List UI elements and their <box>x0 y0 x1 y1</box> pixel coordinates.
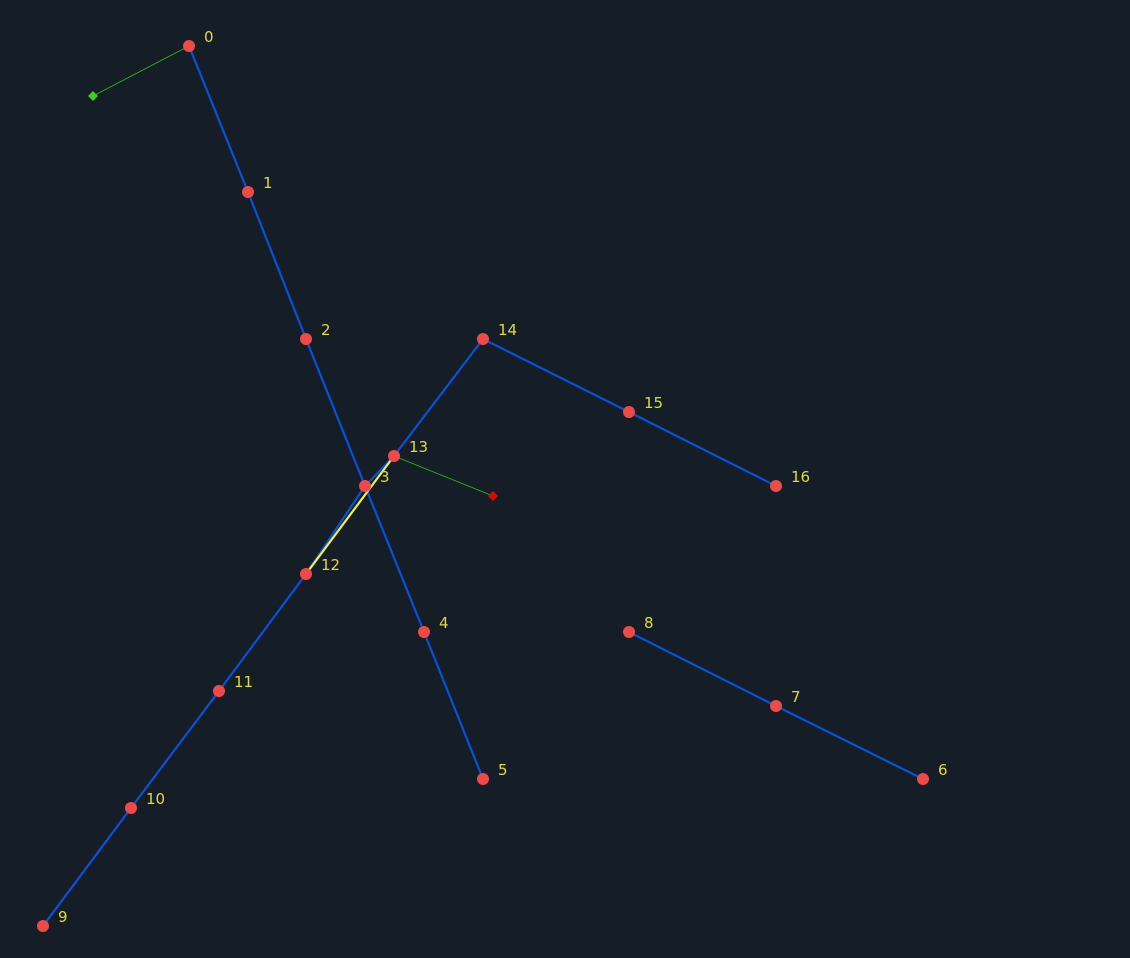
node-label-7: 7 <box>791 688 801 706</box>
nodes-layer <box>37 40 929 932</box>
node-label-11: 11 <box>234 673 253 691</box>
edge-13-14 <box>392 337 485 458</box>
node-label-9: 9 <box>58 908 68 926</box>
edges-layer <box>41 44 925 928</box>
node-5[interactable] <box>477 773 489 785</box>
marker-connector-layer <box>92 45 494 497</box>
node-12[interactable] <box>300 568 312 580</box>
node-16[interactable] <box>770 480 782 492</box>
node-label-6: 6 <box>938 761 948 779</box>
edge-7-8 <box>627 630 778 708</box>
node-label-10: 10 <box>146 790 165 808</box>
node-label-0: 0 <box>204 28 214 46</box>
edge-9-10 <box>41 806 133 928</box>
end-marker[interactable] <box>488 491 498 501</box>
node-15[interactable] <box>623 406 635 418</box>
edge-2-3 <box>304 337 367 488</box>
node-10[interactable] <box>125 802 137 814</box>
edge-0-1 <box>187 44 250 194</box>
edge-1-2 <box>246 190 308 341</box>
node-3[interactable] <box>359 480 371 492</box>
start-marker[interactable] <box>88 91 98 101</box>
node-2[interactable] <box>300 333 312 345</box>
node-label-16: 16 <box>791 468 810 486</box>
node-1[interactable] <box>242 186 254 198</box>
edge-4-5 <box>422 630 485 781</box>
start-marker-connector <box>92 45 190 97</box>
node-0[interactable] <box>183 40 195 52</box>
edge-15-16 <box>627 410 778 488</box>
edge-11-12 <box>217 572 308 693</box>
node-label-4: 4 <box>439 614 449 632</box>
node-label-3: 3 <box>380 468 390 486</box>
end-marker-connector <box>393 455 494 497</box>
node-label-13: 13 <box>409 438 428 456</box>
edge-14-15 <box>481 337 631 414</box>
node-14[interactable] <box>477 333 489 345</box>
node-4[interactable] <box>418 626 430 638</box>
node-label-14: 14 <box>498 321 517 339</box>
highlighted-edge-12-13 <box>304 454 396 576</box>
node-8[interactable] <box>623 626 635 638</box>
node-label-1: 1 <box>263 174 273 192</box>
node-7[interactable] <box>770 700 782 712</box>
marker-layer <box>88 91 498 501</box>
node-6[interactable] <box>917 773 929 785</box>
edge-10-11 <box>129 689 221 810</box>
edge-6-7 <box>774 704 925 781</box>
node-11[interactable] <box>213 685 225 697</box>
highlight-layer <box>304 454 396 576</box>
node-13[interactable] <box>388 450 400 462</box>
node-label-12: 12 <box>321 556 340 574</box>
node-label-8: 8 <box>644 614 654 632</box>
node-label-5: 5 <box>498 761 508 779</box>
edge-3-4 <box>363 484 426 634</box>
node-label-2: 2 <box>321 321 331 339</box>
node-9[interactable] <box>37 920 49 932</box>
node-label-15: 15 <box>644 394 663 412</box>
